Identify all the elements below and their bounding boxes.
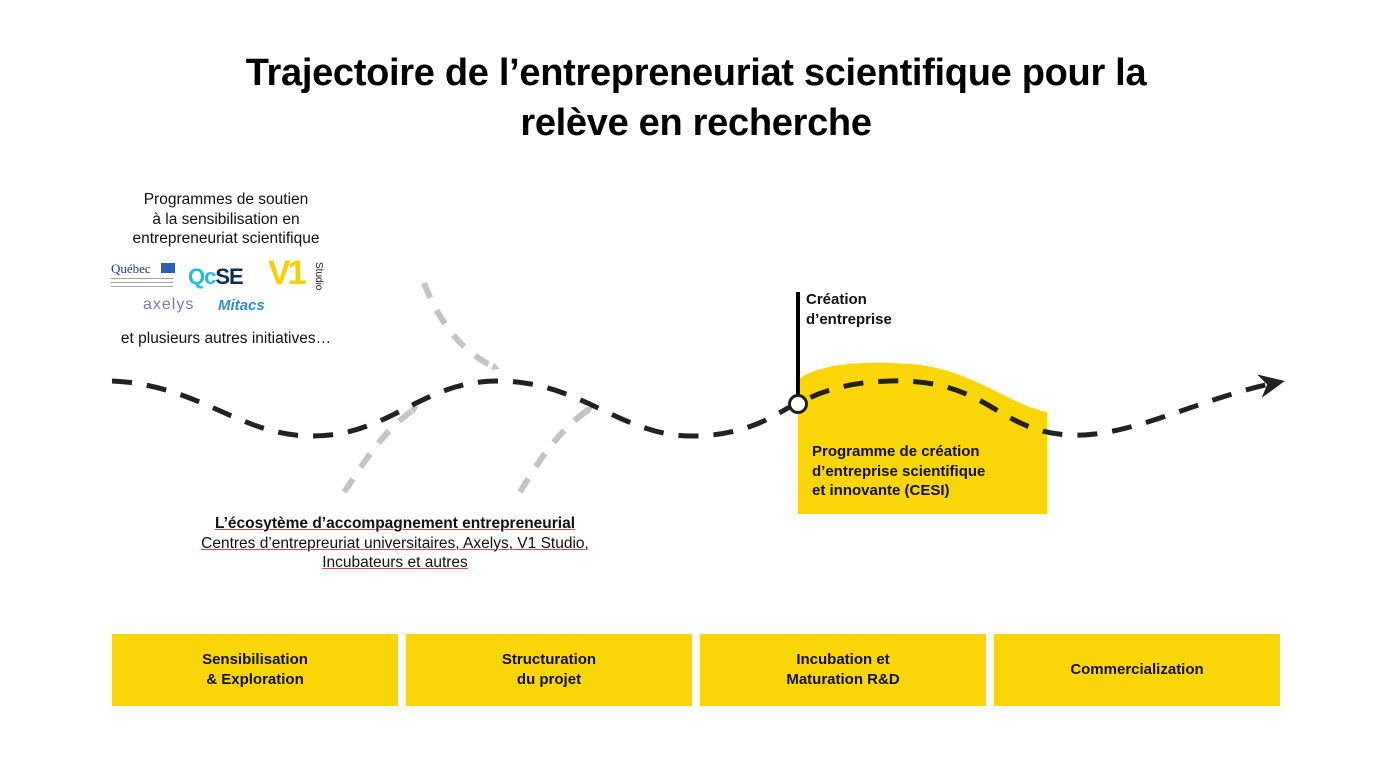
quebec-flag-icon [161, 263, 175, 273]
other-initiatives-label: et plusieurs autres initiatives… [120, 330, 332, 347]
milestone-line-2: d’entreprise [806, 311, 892, 328]
title-line-2: relève en recherche [520, 102, 872, 144]
axelys-logo: axelys [143, 296, 195, 313]
v1-logo: V1 [268, 254, 307, 292]
page-title: Trajectoire de l’entrepreneuriat scienti… [0, 48, 1392, 148]
stage-sensibilisation: Sensibilisation & Exploration [112, 634, 398, 706]
ecosystem-title: L’écosytème d’accompagnement entrepreneu… [214, 515, 576, 532]
ecosystem-line-2: Centres d’entrepreuriat universitaires, … [201, 534, 589, 552]
programs-line-2: à la sensibilisation en [152, 210, 300, 228]
cesi-line-2: d’entreprise scientifique [812, 462, 986, 480]
qcse-logo: QcSE [188, 264, 244, 290]
stage-1-line-1: Sensibilisation [202, 651, 308, 668]
stage-4-line-1: Commercialization [1070, 661, 1204, 678]
quebec-logo: Québec [111, 262, 177, 292]
title-line-1: Trajectoire de l’entrepreneuriat scienti… [245, 52, 1147, 94]
awareness-programs-label: Programmes de soutien à la sensibilisati… [100, 190, 352, 249]
support-arrow-right [517, 405, 594, 494]
cesi-line-1: Programme de création [812, 443, 980, 460]
mitacs-logo: Mitacs [218, 297, 265, 314]
stage-3-line-1: Incubation et [796, 651, 890, 668]
entrepreneurship-trajectory-path [111, 374, 1285, 439]
cesi-line-3: et innovante (CESI) [812, 482, 950, 499]
stage-incubation: Incubation et Maturation R&D [700, 634, 986, 706]
quebec-logo-text: Québec [111, 261, 151, 276]
support-arrow-top [421, 281, 500, 371]
stage-1-line-2: & Exploration [206, 671, 304, 688]
stage-3-line-2: Maturation R&D [786, 671, 900, 688]
programs-line-3: entrepreneuriat scientifique [132, 230, 320, 247]
milestone-line-1: Création [806, 291, 867, 308]
programs-line-1: Programmes de soutien [143, 191, 309, 208]
stage-commercialization: Commercialization [994, 634, 1280, 706]
milestone-marker [788, 394, 808, 414]
cesi-program-label: Programme de création d’entreprise scien… [812, 442, 985, 501]
stage-2-line-2: du projet [516, 671, 582, 688]
ecosystem-label: L’écosytème d’accompagnement entrepreneu… [150, 514, 640, 573]
stage-structuration: Structuration du projet [406, 634, 692, 706]
qcse-logo-q: Qc [188, 264, 216, 289]
ecosystem-line-3: Incubateurs et autres [322, 554, 468, 571]
business-creation-milestone-label: Création d’entreprise [806, 290, 892, 330]
qcse-logo-se: SE [215, 264, 243, 289]
quebec-logo-subtext [111, 278, 173, 290]
support-arrow-left [341, 405, 419, 494]
stage-2-line-1: Structuration [501, 651, 597, 668]
